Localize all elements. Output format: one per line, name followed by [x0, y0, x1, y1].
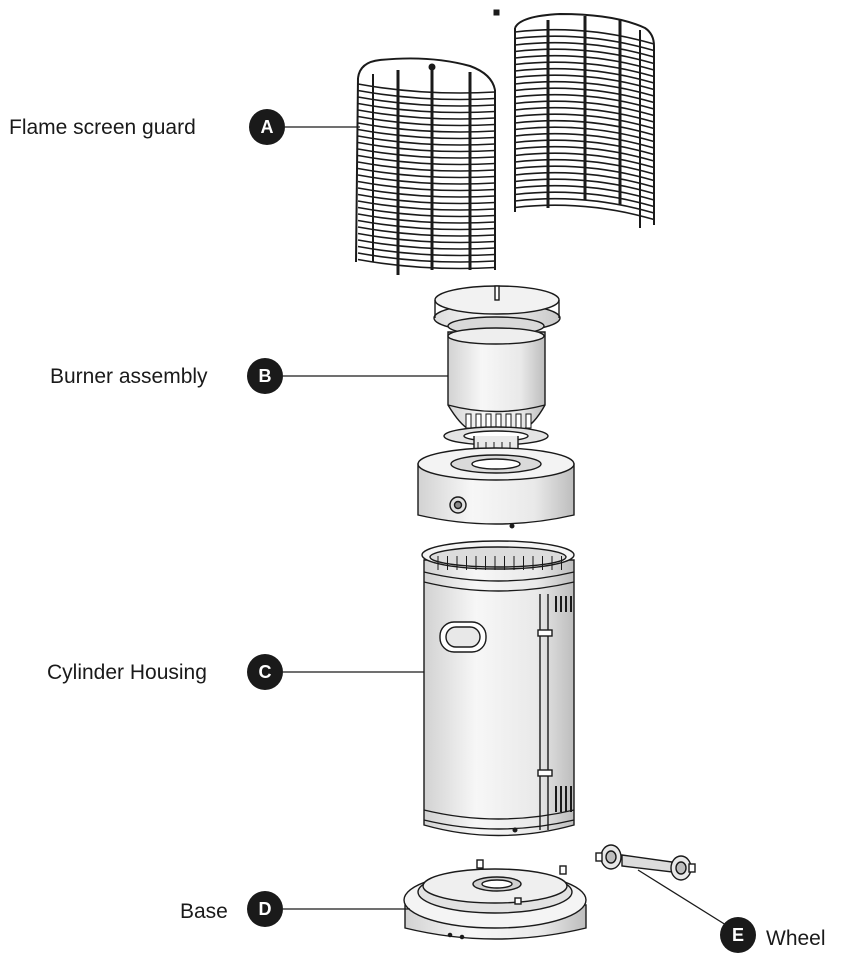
base-part — [403, 859, 587, 940]
badge-d: D — [247, 891, 283, 927]
burner-fin — [485, 413, 492, 429]
label-flame-screen-guard: Flame screen guard — [9, 116, 196, 139]
label-base: Base — [180, 900, 228, 923]
burner-fin — [495, 413, 502, 429]
guard-wire — [514, 204, 655, 221]
badge-a: A — [249, 109, 285, 145]
burner-emitter — [447, 316, 546, 431]
label-wheel: Wheel — [766, 927, 826, 950]
burner-fin — [465, 413, 472, 429]
wheel-part — [595, 844, 696, 881]
upper-housing-ring — [417, 447, 575, 529]
leader-lines — [283, 126, 727, 926]
leader-line-e — [637, 869, 727, 926]
burner-fin — [475, 413, 482, 429]
badge-c: C — [247, 654, 283, 690]
label-burner-assembly: Burner assembly — [50, 365, 208, 388]
badge-e: E — [720, 917, 756, 953]
badge-b: B — [247, 358, 283, 394]
burner-fin — [505, 413, 512, 429]
flame-screen-guard-right-half — [493, 9, 655, 228]
burner-fin — [525, 413, 532, 429]
burner-fin — [515, 413, 522, 429]
flame-screen-guard-left-half — [355, 57, 496, 275]
cylinder-housing-body — [421, 540, 575, 837]
label-cylinder-housing: Cylinder Housing — [47, 661, 207, 684]
guard-wire — [357, 83, 496, 94]
